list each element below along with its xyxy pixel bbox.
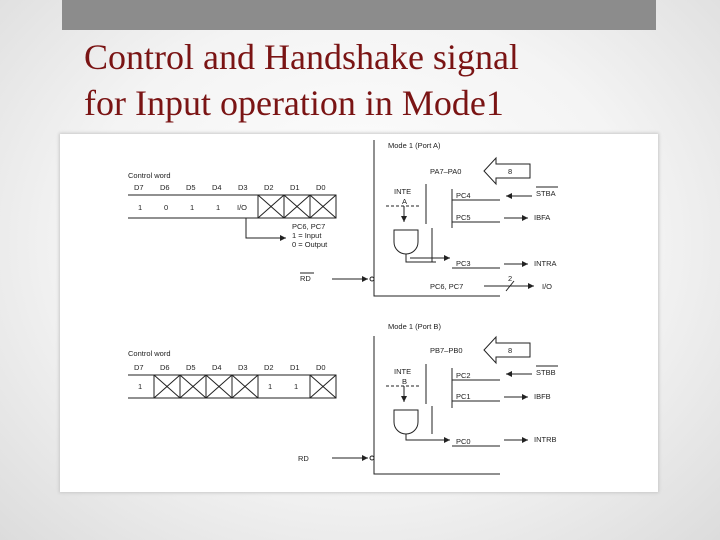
port-b-bit-d2: D2 [264, 363, 274, 372]
port-b-bus-arrow [483, 335, 531, 365]
port-b-bit-d4: D4 [212, 363, 222, 372]
port-b-and-gate [393, 409, 419, 435]
port-b-bus-label: PB7–PB0 [430, 346, 463, 355]
port-a-pin-pc3: PC3 [456, 259, 471, 268]
port-a-signal-io: I/O [542, 282, 552, 291]
port-b-signal-intrb: INTRB [534, 435, 557, 444]
diagram-svg: Mode 1 (Port A) Control word D7 D6 D5 D4… [128, 140, 558, 475]
port-a-gate-output [405, 254, 436, 263]
port-b-signal-ibfb: IBFB [534, 392, 551, 401]
port-a-val-d5: 1 [190, 203, 194, 212]
port-a-bit-d1: D1 [290, 183, 300, 192]
port-b-chip-boundary [373, 336, 500, 475]
port-a-val-d3: I/O [237, 203, 247, 212]
port-b-inte-label: INTE [394, 367, 411, 376]
port-a-control-word-label: Control word [128, 171, 171, 180]
port-b-bit-d0: D0 [316, 363, 326, 372]
port-b-gate-output [405, 434, 450, 443]
port-a-pin-pc5: PC5 [456, 213, 471, 222]
port-a-and-gate [393, 229, 419, 255]
port-b-control-word-label: Control word [128, 349, 171, 358]
port-a-rd-bubble [369, 276, 375, 282]
port-a-signal-ibfa: IBFA [534, 213, 550, 222]
port-a-val-d7: 1 [138, 203, 142, 212]
slide-title-line2: for Input operation in Mode1 [84, 83, 504, 123]
slide-title: Control and Handshake signal for Input o… [84, 34, 684, 126]
port-a-inte-sub: A [402, 197, 407, 206]
port-b-pin-pc0: PC0 [456, 437, 471, 446]
port-b-pin-pc2: PC2 [456, 371, 471, 380]
port-b-val-d7: 1 [138, 382, 142, 391]
port-b-signal-stbb: STBB [536, 368, 556, 377]
port-a-io-slash [505, 280, 515, 292]
port-a-bit-d4: D4 [212, 183, 222, 192]
port-a-pc67-note-3: 0 = Output [292, 240, 328, 249]
port-b-bus-width: 8 [508, 346, 512, 355]
port-a-signal-intra: INTRA [534, 259, 557, 268]
port-b-inte-sub: B [402, 377, 407, 386]
port-a-io-width: 2 [508, 274, 512, 283]
port-b-bit-d5: D5 [186, 363, 196, 372]
port-b-pin-pc1: PC1 [456, 392, 471, 401]
port-a-val-d6: 0 [164, 203, 168, 212]
port-a-rd-label: RD [300, 274, 311, 283]
port-a-bit-d7: D7 [134, 183, 144, 192]
port-a-d3-arrow [245, 218, 286, 241]
top-bar [62, 0, 656, 30]
port-a-pin-pc4: PC4 [456, 191, 471, 200]
port-b-dont-care-bits [153, 374, 337, 399]
port-b-rd-bubble [369, 455, 375, 461]
port-b-bit-d7: D7 [134, 363, 144, 372]
port-b-val-d2: 1 [268, 382, 272, 391]
port-a-section: Mode 1 (Port A) Control word D7 D6 D5 D4… [128, 140, 558, 297]
port-a-val-d4: 1 [216, 203, 220, 212]
port-a-bus-width: 8 [508, 167, 512, 176]
port-b-val-d1: 1 [294, 382, 298, 391]
port-a-signal-stba: STBA [536, 189, 556, 198]
port-a-inte-label: INTE [394, 187, 411, 196]
port-a-bit-d6: D6 [160, 183, 170, 192]
port-a-heading: Mode 1 (Port A) [388, 141, 441, 150]
port-a-chip-boundary [373, 140, 500, 297]
port-b-bit-d1: D1 [290, 363, 300, 372]
port-a-bit-d0: D0 [316, 183, 326, 192]
slide-title-line1: Control and Handshake signal [84, 37, 519, 77]
port-a-bit-d3: D3 [238, 183, 248, 192]
port-b-bit-d3: D3 [238, 363, 248, 372]
port-a-dont-care-bits [257, 194, 337, 219]
port-b-rd-label: RD [298, 454, 309, 463]
mode1-input-diagram: Mode 1 (Port A) Control word D7 D6 D5 D4… [60, 134, 658, 492]
port-a-pin-pc67: PC6, PC7 [430, 282, 463, 291]
port-a-pc67-note-2: 1 = Input [292, 231, 322, 240]
port-a-bus-label: PA7–PA0 [430, 167, 461, 176]
port-a-bit-d5: D5 [186, 183, 196, 192]
port-a-pc67-note-1: PC6, PC7 [292, 222, 325, 231]
port-b-section: Mode 1 (Port B) Control word D7 D6 D5 D4… [128, 322, 558, 475]
port-a-bit-d2: D2 [264, 183, 274, 192]
port-b-bit-d6: D6 [160, 363, 170, 372]
port-a-bus-arrow [483, 156, 531, 186]
port-b-heading: Mode 1 (Port B) [388, 322, 441, 331]
